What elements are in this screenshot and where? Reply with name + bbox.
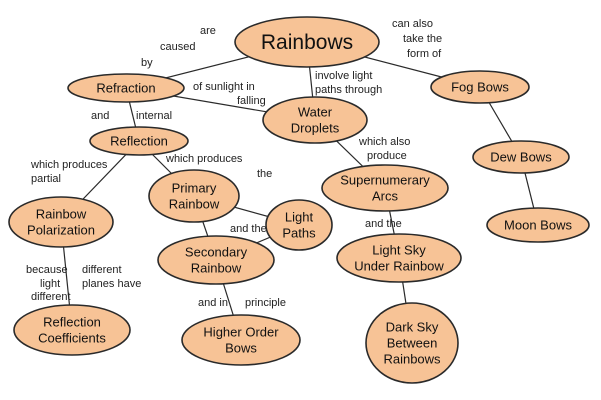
node-fog-bows: Fog Bows [430, 70, 530, 104]
node-label-moon-bows: Moon Bows [504, 218, 572, 233]
node-label-supernumerary-arcs-line-1: Supernumerary [340, 173, 430, 188]
node-shape-light-sky-under-rainbow [336, 233, 462, 283]
node-label-dew-bows: Dew Bows [490, 150, 552, 165]
node-label-secondary-rainbow-line-1: Secondary [185, 245, 248, 260]
link-label-can-also-take-the-form-of-line-1: can also [392, 18, 433, 30]
node-label-rainbow-polarization-line-2: Polarization [27, 223, 95, 238]
node-label-water-droplets-line-2: Droplets [291, 121, 340, 136]
link-label-and-the-secondary: and the [230, 223, 267, 235]
link-label-which-produces-partial-line-2: partial [31, 173, 61, 185]
link-label-different-planes-have-line-2: planes have [82, 278, 141, 290]
node-label-reflection-coefficients-line-2: Coefficients [38, 331, 106, 346]
node-label-light-paths-line-1: Light [285, 210, 314, 225]
node-label-fog-bows: Fog Bows [451, 80, 509, 95]
link-label-of-sunlight-in-falling-line-1: of sunlight in [193, 81, 255, 93]
node-label-reflection-coefficients-line-1: Reflection [43, 315, 101, 330]
node-label-primary-rainbow-line-2: Rainbow [169, 197, 220, 212]
node-label-primary-rainbow-line-1: Primary [172, 181, 217, 196]
link-label-and-in-principle-line-1: and in [198, 297, 228, 309]
node-label-light-sky-under-rainbow-line-2: Under Rainbow [354, 259, 444, 274]
node-reflection: Reflection [89, 126, 189, 156]
node-shape-refraction [67, 73, 185, 103]
link-labels-layer: are caused by involve light paths through can… [26, 18, 442, 309]
node-label-refraction: Refraction [96, 81, 155, 96]
node-shape-supernumerary-arcs [321, 164, 449, 212]
link-label-are-caused-by-line-2: caused [160, 41, 195, 53]
node-shape-light-paths [265, 199, 333, 251]
node-label-higher-order-bows-line-1: Higher Order [203, 325, 279, 340]
node-label-light-sky-under-rainbow-line-1: Light Sky [372, 243, 426, 258]
link-label-which-also-produce-line-2: produce [367, 150, 407, 162]
link-label-and-in-principle-line-2: principle [245, 297, 286, 309]
link-label-because-light-different-line-3: different [31, 291, 71, 303]
node-shape-fog-bows [430, 70, 530, 104]
node-label-water-droplets-line-1: Water [298, 105, 333, 120]
node-label-higher-order-bows-line-2: Bows [225, 341, 257, 356]
node-shape-reflection-coefficients [13, 304, 131, 356]
node-label-rainbow-polarization-line-1: Rainbow [36, 207, 87, 222]
link-label-are-caused-by-line-3: by [141, 57, 153, 69]
link-label-because-light-different-line-2: light [40, 278, 60, 290]
link-label-which-also-produce-line-1: which also [358, 136, 410, 148]
node-shape-dew-bows [472, 140, 570, 174]
link-label-and-the-light-sky: and the [365, 218, 402, 230]
link-label-which-produces-the-line-1: which produces [165, 153, 243, 165]
node-dew-bows: Dew Bows [472, 140, 570, 174]
link-label-and-internal-line-1: and [91, 110, 109, 122]
node-shape-moon-bows [486, 207, 590, 243]
node-label-reflection: Reflection [110, 134, 168, 149]
link-label-different-planes-have-line-1: different [82, 264, 122, 276]
node-label-dark-sky-between-rainbows-line-2: Between [387, 336, 438, 351]
link-label-and-internal-line-2: internal [136, 110, 172, 122]
node-label-rainbows: Rainbows [261, 31, 353, 54]
link-label-can-also-take-the-form-of-line-2: take the [403, 33, 442, 45]
node-label-light-paths-line-2: Paths [282, 226, 316, 241]
node-shape-rainbows [234, 16, 380, 68]
node-moon-bows: Moon Bows [486, 207, 590, 243]
node-shape-secondary-rainbow [157, 235, 275, 285]
link-label-are-caused-by-line-1: are [200, 25, 216, 37]
node-label-supernumerary-arcs-line-2: Arcs [372, 189, 399, 204]
link-label-can-also-take-the-form-of-line-3: form of [407, 48, 442, 60]
link-label-which-produces-the-line-2: the [257, 168, 272, 180]
node-rainbows: Rainbows [234, 16, 380, 68]
node-shape-reflection [89, 126, 189, 156]
node-shape-water-droplets [262, 96, 368, 144]
node-shape-primary-rainbow [148, 169, 240, 223]
node-label-dark-sky-between-rainbows-line-1: Dark Sky [386, 320, 439, 335]
node-label-secondary-rainbow-line-2: Rainbow [191, 261, 242, 276]
node-shape-dark-sky-between-rainbows [365, 302, 459, 384]
link-label-involve-light-paths-through-line-2: paths through [315, 84, 382, 96]
link-label-of-sunlight-in-falling-line-2: falling [237, 95, 266, 107]
node-shape-higher-order-bows [181, 314, 301, 366]
link-label-because-light-different-line-1: because [26, 264, 68, 276]
node-refraction: Refraction [67, 73, 185, 103]
link-label-involve-light-paths-through-line-1: involve light [315, 70, 372, 82]
node-label-dark-sky-between-rainbows-line-3: Rainbows [383, 352, 441, 367]
link-label-which-produces-partial-line-1: which produces [30, 159, 108, 171]
node-shape-rainbow-polarization [8, 196, 114, 248]
